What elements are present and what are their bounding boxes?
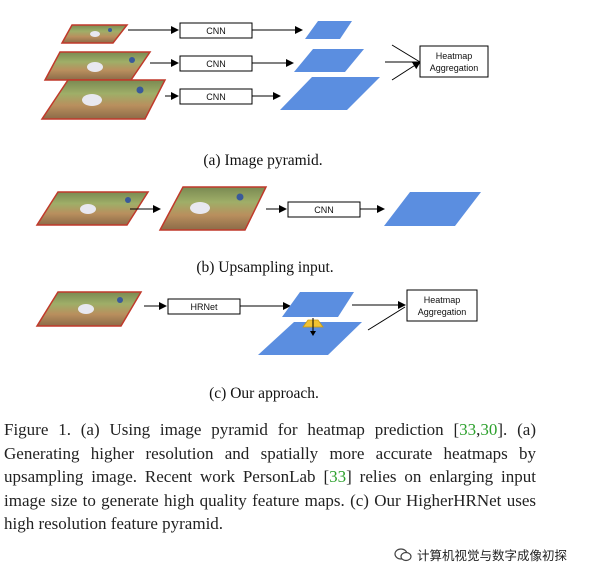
wechat-icon xyxy=(394,547,412,562)
watermark-text: 计算机视觉与数字成像初探 xyxy=(417,548,568,563)
aggregation-label-c-2: Aggregation xyxy=(418,307,467,317)
cnn-label-b: CNN xyxy=(314,205,334,215)
hrnet-box: HRNet xyxy=(167,298,241,315)
watermark: 计算机视觉与数字成像初探 xyxy=(394,545,567,564)
heatmap-aggregation-box-a: Heatmap Aggregation xyxy=(419,45,489,78)
aggregation-label-a-2: Aggregation xyxy=(430,63,479,73)
cnn-box-b: CNN xyxy=(287,201,361,218)
cnn-label-3: CNN xyxy=(206,92,226,102)
heatmap-b xyxy=(384,192,481,226)
feature-map-high-res xyxy=(258,322,362,355)
pyramid-image-small xyxy=(60,24,129,44)
feature-map-low-res xyxy=(282,292,354,317)
caption-text-1: (a) Using image pyramid for heatmap pred… xyxy=(70,420,460,439)
caption-text-3: ]. (a) Generating higher resolution and … xyxy=(4,420,536,486)
citation-link-33[interactable]: 33 xyxy=(459,420,477,439)
aggregation-label-a-1: Heatmap xyxy=(436,51,473,61)
heatmap-small xyxy=(305,21,352,39)
cnn-box-2: CNN xyxy=(179,55,253,72)
panel-b-caption: (b) Upsampling input. xyxy=(196,259,333,276)
hrnet-label: HRNet xyxy=(190,302,218,312)
input-image-upsampled xyxy=(158,186,268,231)
aggregation-label-c-1: Heatmap xyxy=(424,295,461,305)
figure-caption: Figure 1. (a) Using image pyramid for he… xyxy=(4,418,536,536)
input-image-c xyxy=(35,291,143,327)
figure-label: Figure 1. xyxy=(4,420,71,439)
citation-link-33-b[interactable]: 33 xyxy=(329,467,347,486)
cnn-label-1: CNN xyxy=(206,26,226,36)
figure-diagram: CNN CNN CNN Heatmap Aggregation xyxy=(35,21,489,402)
panel-a: CNN CNN CNN Heatmap Aggregation xyxy=(40,21,489,169)
heatmap-large xyxy=(280,77,380,110)
heatmap-aggregation-box-c: Heatmap Aggregation xyxy=(406,289,478,322)
panel-c-caption: (c) Our approach. xyxy=(209,385,319,402)
panel-a-caption: (a) Image pyramid. xyxy=(203,152,322,169)
upsample-deconv-icon xyxy=(302,318,324,336)
caption-text-4: ] relies on enlarging input image size t… xyxy=(4,467,537,533)
pyramid-image-medium xyxy=(43,51,152,81)
cnn-box-3: CNN xyxy=(179,88,253,105)
input-image-small xyxy=(35,191,150,226)
cnn-label-2: CNN xyxy=(206,59,226,69)
caption-text-2: , xyxy=(476,420,481,439)
converging-arrows-c xyxy=(352,301,406,331)
converging-arrows-a xyxy=(385,44,421,81)
pyramid-image-large xyxy=(40,79,167,120)
panel-b: CNN (b) Upsampling input. xyxy=(35,186,481,276)
heatmap-medium xyxy=(294,49,364,72)
citation-link-30[interactable]: 30 xyxy=(480,420,498,439)
cnn-box-1: CNN xyxy=(179,22,253,39)
panel-c: HRNet Heatmap Aggregation (c) Our approa… xyxy=(35,289,478,402)
